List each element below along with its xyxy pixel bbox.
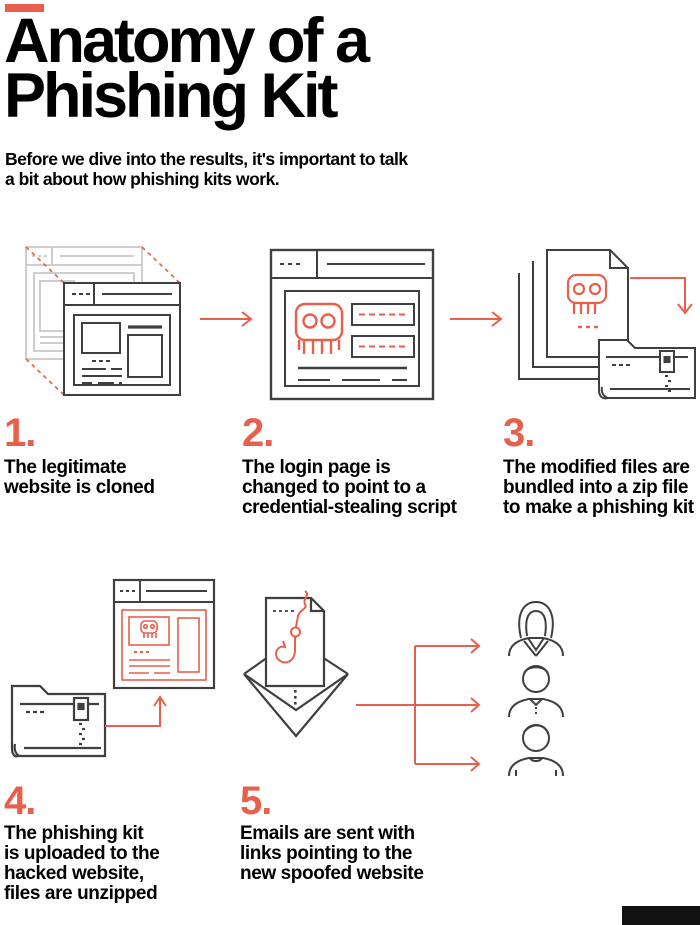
stacked-browser-windows-icon [12, 243, 187, 401]
step-number: 5. [240, 779, 272, 823]
step-caption: The login page is changed to point to a … [242, 457, 457, 518]
step-caption: Emails are sent with links pointing to t… [240, 823, 424, 884]
step-number: 3. [503, 411, 535, 455]
footer-bar [622, 906, 700, 925]
step-number: 2. [242, 411, 274, 455]
zip-folder-to-website-icon [2, 568, 230, 773]
step-caption: The phishing kit is uploaded to the hack… [4, 823, 160, 904]
step-number: 1. [4, 411, 36, 455]
red-right-arrow-icon [448, 310, 506, 328]
page-subtitle: Before we dive into the results, it's im… [5, 149, 408, 189]
red-right-arrow-icon [198, 310, 256, 328]
red-accent-bar [5, 4, 44, 12]
recipient-woman-icon [508, 600, 564, 657]
page-title: Anatomy of a Phishing Kit [4, 6, 370, 131]
recipient-man-icon [508, 724, 564, 777]
step-number: 4. [4, 779, 36, 823]
files-to-zip-folder-icon [502, 245, 697, 403]
browser-skull-icon [268, 247, 436, 402]
step-caption: The legitimate website is cloned [4, 457, 155, 498]
recipient-man-tie-icon [508, 665, 564, 718]
email-to-recipients-icon [238, 586, 598, 791]
step-caption: The modified files are bundled into a zi… [503, 457, 694, 518]
